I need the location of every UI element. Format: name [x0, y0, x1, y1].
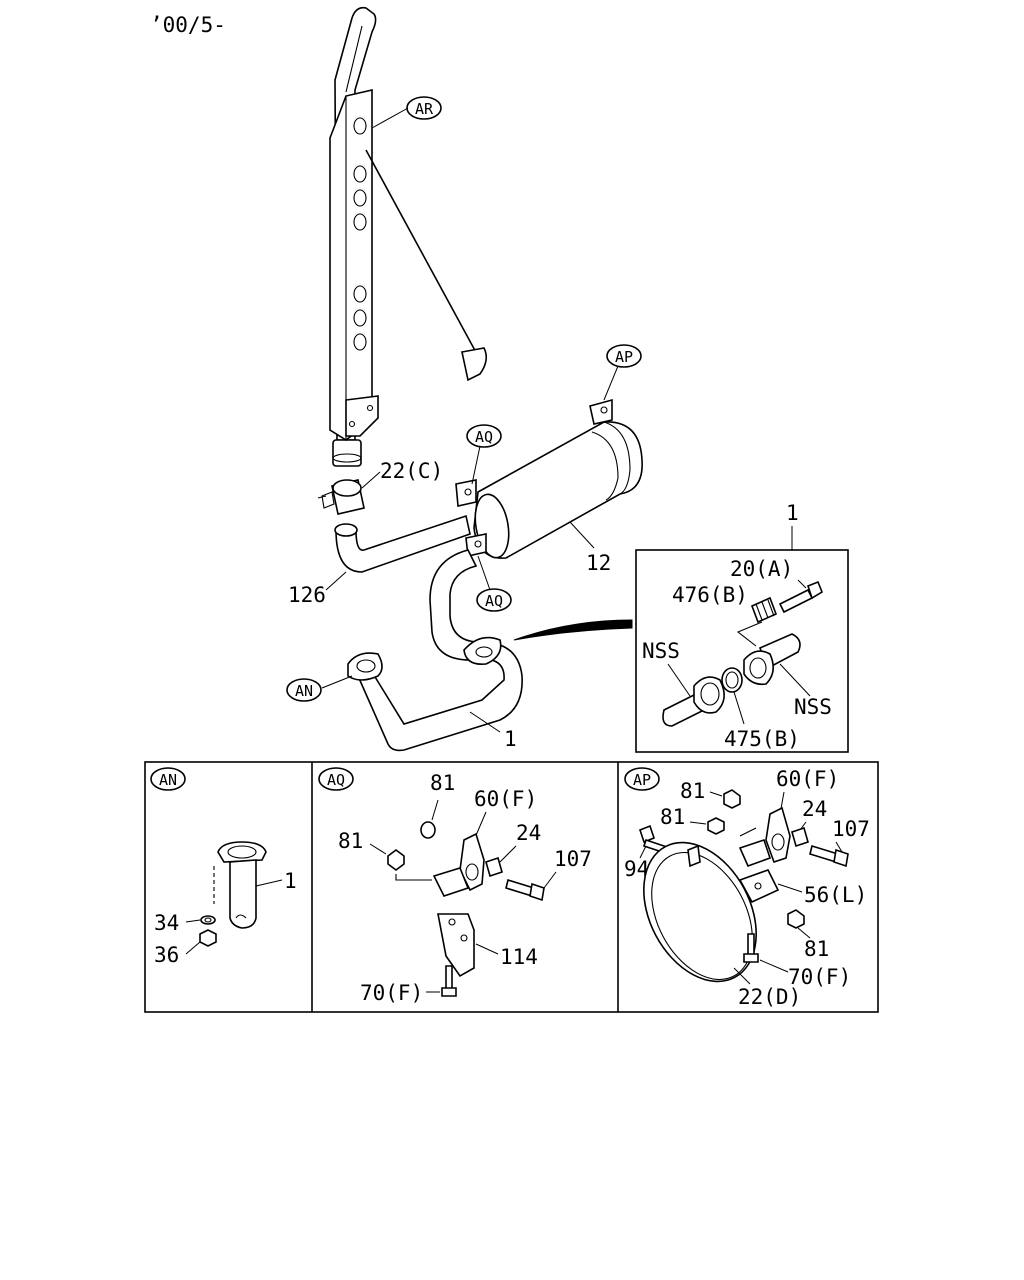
detail-panels — [144, 761, 879, 1013]
callout-ap-main: AP — [603, 344, 642, 401]
callout-an-main: AN — [286, 675, 353, 702]
callout-aq-lower: AQ — [476, 555, 512, 612]
inset-nss-left: NSS — [642, 639, 680, 663]
main-assembly: AR 22(C) 126 12 — [286, 6, 643, 752]
inset-joint-detail: 1 20(A) 476(B) NSS NSS 475(B) — [635, 501, 849, 753]
panel-ap: AP 81 60(F) 81 24 107 94 56(L) 81 — [624, 767, 870, 1009]
panel-aq-part-107: 107 — [554, 847, 592, 871]
panel-aq-part-81a: 81 — [430, 771, 455, 795]
panel-an-part-1: 1 — [284, 869, 297, 893]
callout-aq-upper-label: AQ — [475, 428, 493, 446]
panel-an: AN 1 34 36 — [150, 767, 297, 967]
label-126: 126 — [288, 583, 326, 607]
inset-nss-right: NSS — [794, 695, 832, 719]
panel-aq-title: AQ — [327, 771, 345, 789]
panel-ap-part-81c: 81 — [804, 937, 829, 961]
exhaust-pipe-1: 1 — [347, 549, 523, 752]
inset-ref-label: 1 — [786, 501, 799, 525]
panel-aq-part-81b: 81 — [338, 829, 363, 853]
inset-gasket-label: 475(B) — [724, 727, 800, 751]
date-code: ’00/5- — [150, 13, 226, 37]
panel-ap-part-60f: 60(F) — [776, 767, 839, 791]
callout-ar: AR — [371, 96, 442, 129]
panel-ap-part-81b: 81 — [660, 805, 685, 829]
label-22c: 22(C) — [380, 459, 443, 483]
panel-ap-part-70f: 70(F) — [788, 965, 851, 989]
panel-ap-part-22d: 22(D) — [738, 985, 801, 1009]
callout-ar-label: AR — [415, 100, 434, 118]
panel-aq-part-70f: 70(F) — [360, 981, 423, 1005]
panel-ap-part-56l: 56(L) — [804, 883, 867, 907]
panel-ap-title: AP — [633, 771, 651, 789]
pipe-126: 126 — [288, 514, 471, 607]
panel-aq-part-114: 114 — [500, 945, 538, 969]
panel-an-part-36: 36 — [154, 943, 179, 967]
label-1-main: 1 — [504, 727, 517, 751]
heat-shield — [329, 88, 488, 441]
callout-an-main-label: AN — [295, 682, 313, 700]
panel-ap-part-24: 24 — [802, 797, 827, 821]
label-12: 12 — [586, 551, 611, 575]
inset-spring-label: 476(B) — [672, 583, 748, 607]
panel-aq-part-24: 24 — [516, 821, 541, 845]
callout-aq-upper: AQ — [466, 424, 502, 485]
inset-pointer-arrow — [513, 619, 633, 641]
inset-bolt-label: 20(A) — [730, 557, 793, 581]
clamp-22c: 22(C) — [317, 459, 443, 515]
muffler: 12 — [455, 398, 643, 575]
callout-ap-main-label: AP — [615, 348, 633, 366]
panel-an-title: AN — [159, 771, 177, 789]
panel-aq-part-60f: 60(F) — [474, 787, 537, 811]
panel-aq: AQ 81 60(F) 81 24 107 114 70(F) — [318, 767, 592, 1005]
panel-ap-part-107: 107 — [832, 817, 870, 841]
panel-an-part-34: 34 — [154, 911, 179, 935]
callout-aq-lower-label: AQ — [485, 592, 503, 610]
panel-ap-part-81a: 81 — [680, 779, 705, 803]
